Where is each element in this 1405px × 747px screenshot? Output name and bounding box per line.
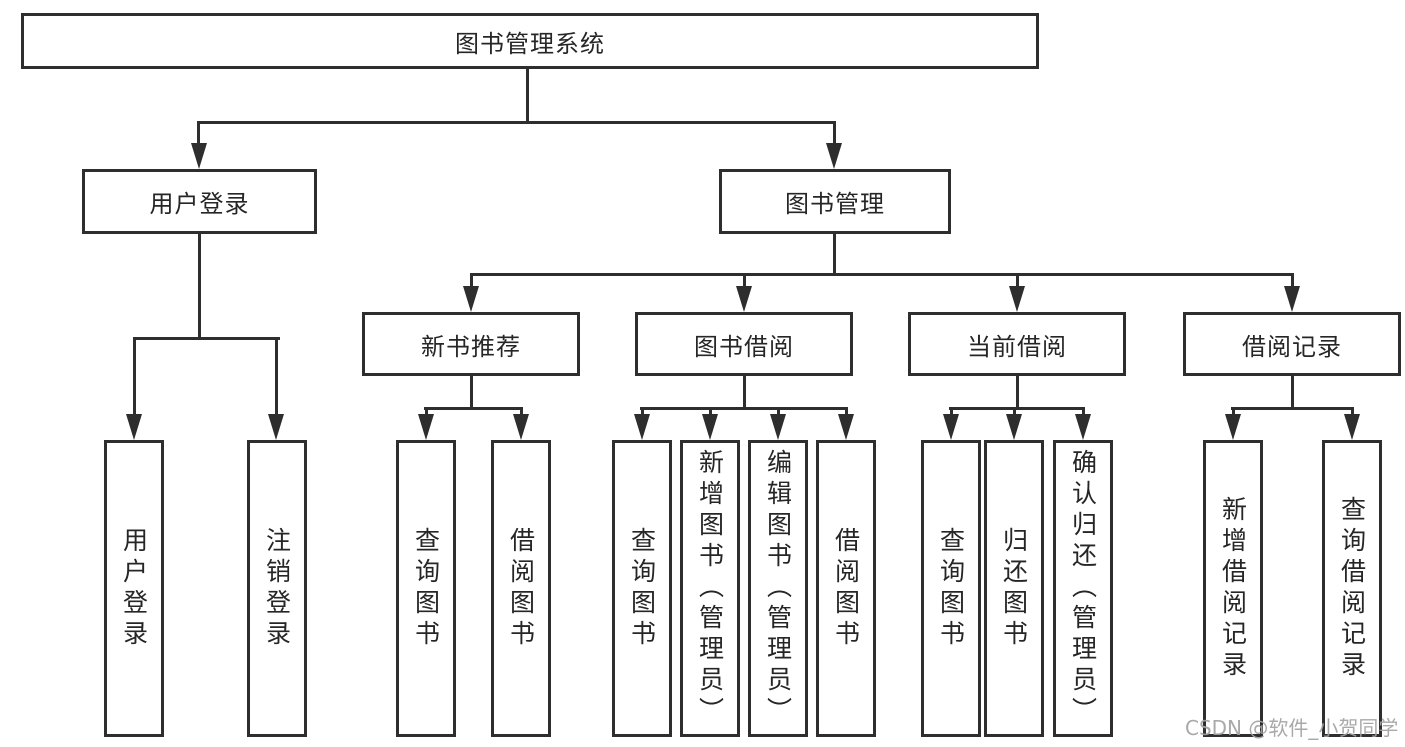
connector-line [1231, 407, 1354, 410]
node-label: 借阅图书 [831, 526, 861, 651]
arrow-down-icon [268, 414, 284, 440]
connector-line [198, 234, 201, 340]
node-label: 新增图书（管理员） [695, 449, 725, 728]
leaf-query-books-3: 查询图书 [921, 440, 981, 737]
connector-line [1016, 376, 1019, 410]
connector-line [1232, 410, 1235, 416]
arrow-down-icon [191, 143, 207, 169]
connector-line [743, 276, 746, 288]
arrow-down-icon [418, 414, 434, 440]
connector-line [1013, 410, 1016, 416]
connector-line [949, 407, 1085, 410]
node-label: 查询图书 [411, 526, 441, 651]
connector-line [197, 121, 200, 146]
node-label: 新书推荐 [421, 332, 521, 361]
node-label: 归还图书 [999, 526, 1029, 651]
node-label: 查询借阅记录 [1337, 495, 1367, 682]
node-library-management-system: 图书管理系统 [21, 13, 1039, 69]
arrow-down-icon [1075, 414, 1091, 440]
node-book-management: 图书管理 [719, 169, 951, 234]
arrow-down-icon [702, 414, 718, 440]
leaf-query-books-1: 查询图书 [396, 440, 456, 737]
leaf-user-login: 用户登录 [104, 440, 164, 737]
arrow-down-icon [943, 414, 959, 440]
connector-line [526, 69, 529, 124]
connector-line [833, 121, 836, 146]
node-label: 新增借阅记录 [1218, 495, 1248, 682]
leaf-add-book-admin: 新增图书（管理员） [680, 440, 740, 737]
connector-line [640, 407, 848, 410]
node-label: 编辑图书（管理员） [763, 449, 793, 728]
arrow-down-icon [826, 143, 842, 169]
connector-line [833, 234, 836, 276]
connector-line [641, 410, 644, 416]
arrow-down-icon [1284, 286, 1300, 312]
connector-line [470, 276, 473, 288]
connector-line [1016, 276, 1019, 288]
leaf-query-books-2: 查询图书 [612, 440, 672, 737]
watermark: CSDN @软件_小贺同学 [1185, 716, 1399, 740]
connector-line [424, 407, 523, 410]
connector-line [520, 410, 523, 416]
node-new-book-recommendation: 新书推荐 [362, 312, 580, 376]
arrow-down-icon [463, 286, 479, 312]
node-label: 借阅记录 [1242, 332, 1342, 361]
connector-line [1291, 276, 1294, 288]
leaf-borrow-books-1: 借阅图书 [491, 440, 551, 737]
arrow-down-icon [513, 414, 529, 440]
arrow-down-icon [1009, 286, 1025, 312]
leaf-return-books: 归还图书 [984, 440, 1044, 737]
node-label: 图书管理 [785, 190, 885, 218]
connector-line [743, 376, 746, 410]
connector-line [470, 273, 1294, 276]
leaf-logout-login: 注销登录 [247, 440, 307, 737]
connector-line [1291, 376, 1294, 410]
leaf-add-borrow-record: 新增借阅记录 [1203, 440, 1263, 737]
connector-line [709, 410, 712, 416]
connector-line [470, 376, 473, 410]
arrow-down-icon [634, 414, 650, 440]
connector-line [845, 410, 848, 416]
connector-line [197, 121, 836, 124]
node-label: 确认归还（管理员） [1068, 449, 1098, 728]
node-label: 图书管理系统 [455, 29, 605, 58]
leaf-query-borrow-record: 查询借阅记录 [1322, 440, 1382, 737]
node-current-borrowing: 当前借阅 [908, 312, 1126, 376]
node-label: 查询图书 [627, 526, 657, 651]
arrow-down-icon [838, 414, 854, 440]
node-label: 用户登录 [119, 526, 149, 651]
connector-line [1082, 410, 1085, 416]
node-label: 查询图书 [936, 526, 966, 651]
node-user-login: 用户登录 [82, 169, 317, 234]
node-label: 图书借阅 [694, 332, 794, 361]
arrow-down-icon [1344, 414, 1360, 440]
connector-line [777, 410, 780, 416]
leaf-borrow-books-2: 借阅图书 [816, 440, 876, 737]
node-borrowing-records: 借阅记录 [1183, 312, 1401, 376]
connector-line [425, 410, 428, 416]
leaf-confirm-return-admin: 确认归还（管理员） [1053, 440, 1113, 737]
arrow-down-icon [1006, 414, 1022, 440]
connector-line [133, 340, 136, 416]
connector-line [950, 410, 953, 416]
connector-line [1351, 410, 1354, 416]
node-label: 当前借阅 [967, 332, 1067, 361]
arrow-down-icon [1225, 414, 1241, 440]
connector-line [275, 340, 278, 416]
arrow-down-icon [126, 414, 142, 440]
leaf-edit-book-admin: 编辑图书（管理员） [748, 440, 808, 737]
arrow-down-icon [770, 414, 786, 440]
arrow-down-icon [736, 286, 752, 312]
node-label: 借阅图书 [506, 526, 536, 651]
connector-line [133, 337, 280, 340]
node-book-borrowing: 图书借阅 [635, 312, 853, 376]
node-label: 用户登录 [149, 190, 250, 218]
node-label: 注销登录 [262, 526, 292, 651]
